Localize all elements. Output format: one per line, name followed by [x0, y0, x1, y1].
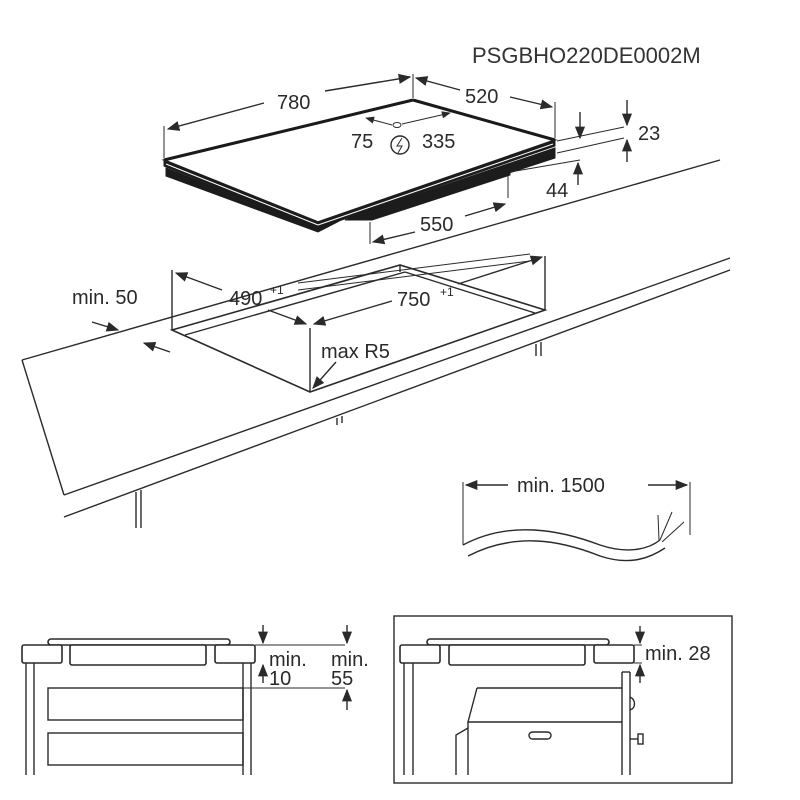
model-code: PSGBHO220DE0002M: [472, 43, 701, 68]
dimension-23: 23: [556, 100, 660, 162]
hob-drawing: [161, 98, 558, 233]
dimension-750-label: 750: [397, 289, 430, 311]
gap-value-2: 55: [331, 668, 353, 690]
connection-offset-right: 335: [422, 131, 455, 153]
electrical-connection-icon: [390, 135, 410, 155]
dimension-connection: 75 335: [351, 111, 455, 155]
oven-gap-label: min. 28: [645, 643, 711, 665]
gap-label-1: min.: [269, 649, 307, 671]
dimension-780-label: 780: [277, 92, 310, 114]
dimension-490-tolerance: +1: [270, 283, 284, 297]
dimension-44-label: 44: [546, 180, 568, 202]
dimension-550-label: 550: [420, 214, 453, 236]
gap-value-1: 10: [269, 668, 291, 690]
cable-length-label: min. 1500: [517, 475, 605, 497]
connection-offset-left: 75: [351, 131, 373, 153]
dimension-520: 520: [414, 76, 556, 138]
dimension-780: 780: [163, 73, 414, 158]
min-50-label: min. 50: [72, 287, 138, 309]
section-drawer-drawing: min. 10 min. 55: [21, 625, 369, 775]
dimension-750: 750 +1: [312, 255, 544, 326]
dimension-550: 550: [369, 176, 509, 245]
dimension-750-tolerance: +1: [440, 285, 454, 299]
dimension-490-label: 490: [229, 288, 262, 310]
worktop-drawing: [21, 159, 731, 528]
gap-label-2: min.: [331, 649, 369, 671]
cutout-drawing: [169, 256, 548, 393]
section-oven-drawing: min. 28: [393, 615, 733, 784]
dimension-520-label: 520: [465, 86, 498, 108]
corner-radius-annotation: max R5: [312, 341, 390, 389]
dimension-44: 44: [509, 159, 584, 202]
dimension-23-label: 23: [638, 123, 660, 145]
cable-drawing: min. 1500: [462, 475, 691, 562]
dimension-min-50: min. 50: [72, 287, 171, 353]
dimension-490: 490 +1: [174, 253, 531, 325]
corner-radius-label: max R5: [321, 341, 390, 363]
